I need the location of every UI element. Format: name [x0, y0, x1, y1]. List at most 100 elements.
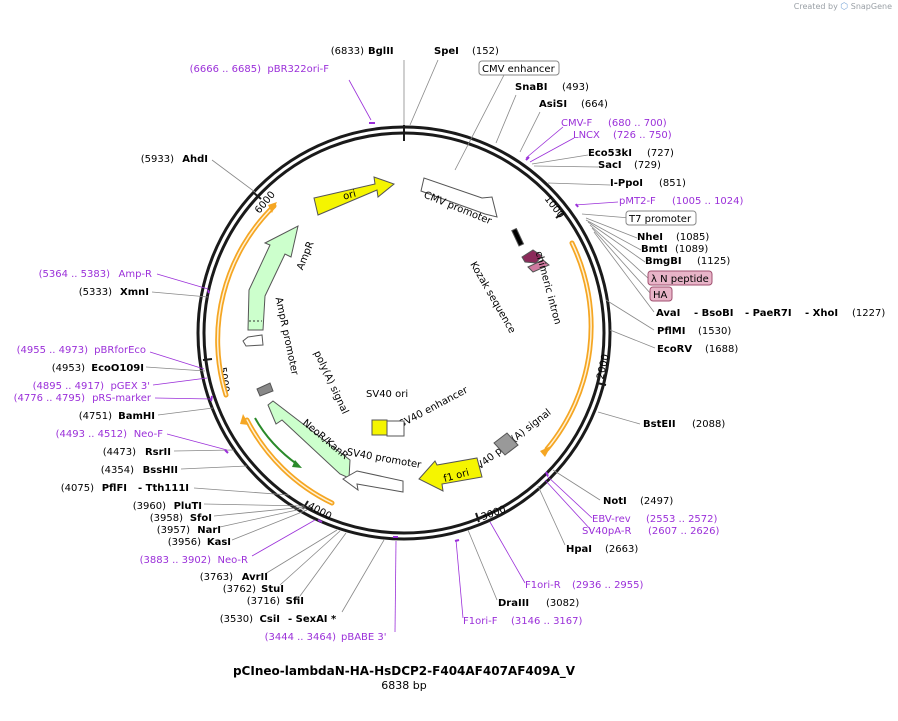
label-f1orir: F1ori-R: [525, 580, 561, 591]
leader-cmvf: [525, 126, 564, 159]
leader-ecoo109i: [145, 366, 206, 372]
leader-ecorv: [609, 329, 656, 349]
label-hpai: HpaI: [566, 544, 592, 555]
leader-avai: [593, 231, 655, 313]
ori-feature: [313, 176, 396, 216]
feature-boxes: [478, 60, 713, 302]
tick-5000: [202, 358, 213, 361]
features: ori CMV promoter AmpR AmpR promoter chim…: [242, 176, 563, 493]
label-f1orif: F1ori-F: [463, 616, 498, 627]
label-xhoi-pos: (1227): [852, 308, 885, 319]
label-neor: Neo-R: [218, 555, 249, 566]
label-draiii: DraIII: [498, 598, 529, 609]
leader-pbabe3: [394, 540, 397, 633]
sv40-polya-feature: [493, 432, 519, 456]
label-bmti-pos: (1089): [675, 244, 708, 255]
label-prsmarker: pRS-marker: [92, 393, 152, 404]
plasmid-name: pCIneo-lambdaN-HA-HsDCP2-F404AF407AF409A…: [232, 664, 576, 678]
leader-spei: [409, 59, 439, 126]
ori-label: ori: [342, 189, 357, 203]
label-rsrii-pos: (4473): [103, 447, 136, 458]
label-snabi: SnaBI: [515, 82, 547, 93]
label-pluti: PluTI: [174, 501, 202, 512]
label-pflmi-pos: (1530): [698, 326, 731, 337]
label-bsteii-pos: (2088): [692, 419, 725, 430]
leader-i-ppoi: [547, 182, 611, 186]
label-pgex3: pGEX 3': [110, 381, 150, 392]
leader-hpai: [537, 485, 566, 546]
label-bsobi: - BsoBI: [694, 308, 733, 319]
marker-cmvf: [525, 156, 530, 161]
orf-arc-dcp2-head: [540, 446, 551, 457]
label-ampr-primer: Amp-R: [119, 269, 153, 280]
label-sfii: SfiI: [286, 596, 304, 607]
leader-xmni: [151, 291, 209, 298]
label-sv40par-pos: (2607 .. 2626): [648, 526, 720, 537]
orf-arc-amp-head: [268, 202, 277, 213]
polya-signal-label: poly(A) signal: [311, 349, 350, 416]
leader-prsmarker: [154, 397, 213, 400]
label-sexai: - SexAI *: [288, 614, 337, 625]
label-ebvrev-pos: (2553 .. 2572): [646, 514, 718, 525]
label-tth111i: - Tth111I: [138, 483, 189, 494]
label-pmt2f: pMT2-F: [619, 196, 656, 207]
primer-markers: [207, 122, 579, 542]
label-pflfi-pos: (4075): [61, 483, 94, 494]
marker-ampr: [207, 289, 210, 294]
tick-2000: [596, 382, 607, 386]
leader-ebvrev: [546, 475, 593, 519]
leader-nari: [219, 507, 307, 528]
leader-ahdi: [211, 159, 256, 193]
label-ecoo109i-pos: (4953): [52, 363, 85, 374]
label-csii: CsiI: [260, 614, 280, 625]
marker-f1orif: [454, 539, 460, 542]
leader-sv40par: [544, 479, 592, 531]
label-lambdan: λ N peptide: [651, 274, 709, 285]
sv40-ori-label: SV40 ori: [366, 389, 408, 400]
label-neof: Neo-F: [134, 429, 164, 440]
label-nhei-pos: (1085): [676, 232, 709, 243]
credit-prefix: Created by: [793, 2, 838, 11]
label-nari: NarI: [197, 525, 221, 536]
label-bmti: BmtI: [641, 244, 668, 255]
backbone-inner-ring: [202, 131, 606, 535]
leader-neor: [251, 519, 316, 557]
marker-ebvrev: [545, 471, 549, 477]
leader-bsshii: [180, 465, 248, 470]
leader-rsrii: [173, 449, 235, 452]
leader-pmt2f: [574, 201, 619, 206]
leader-sfoi: [213, 506, 306, 517]
label-pmt2f-pos: (1005 .. 1024): [672, 196, 744, 207]
ampr-promoter-feature: [242, 334, 264, 347]
leader-pflfi: [193, 487, 290, 496]
leader-eco53ki: [531, 154, 589, 165]
leader-lncx: [529, 137, 575, 163]
label-eco53ki: Eco53kI: [588, 148, 632, 159]
leader-ampr-primer: [156, 273, 209, 290]
labels-right: BglII SpeI (152) CMV enhancer SnaBI (493…: [288, 46, 885, 643]
label-pbabe3: pBABE 3': [341, 632, 387, 643]
label-ahdi: AhdI: [182, 154, 208, 165]
kozak-feature: [527, 259, 550, 273]
label-ahdi-pos: (5933): [141, 154, 174, 165]
ha-box: [649, 286, 673, 302]
tick-4000: [302, 500, 309, 510]
label-neof-pos: (4493 .. 4512): [56, 429, 128, 440]
cmv-promoter-feature: [420, 177, 498, 218]
leader-noti: [552, 469, 601, 501]
orf-arc-amp-core: [216, 205, 275, 396]
polya-signal-feature: [256, 382, 274, 397]
label-csii-pos: (3530): [220, 614, 253, 625]
leader-bmti: [585, 219, 642, 251]
f1-ori-feature: [418, 457, 483, 492]
orf-arc-neo-head: [240, 414, 249, 425]
label-ebvrev: EBV-rev: [592, 514, 631, 525]
label-xmni: XmnI: [120, 287, 149, 298]
label-pluti-pos: (3960): [133, 501, 166, 512]
leader-stui: [279, 530, 341, 586]
label-avai: AvaI: [656, 308, 680, 319]
label-sfoi: SfoI: [190, 513, 212, 524]
label-stui-pos: (3762): [223, 584, 256, 595]
